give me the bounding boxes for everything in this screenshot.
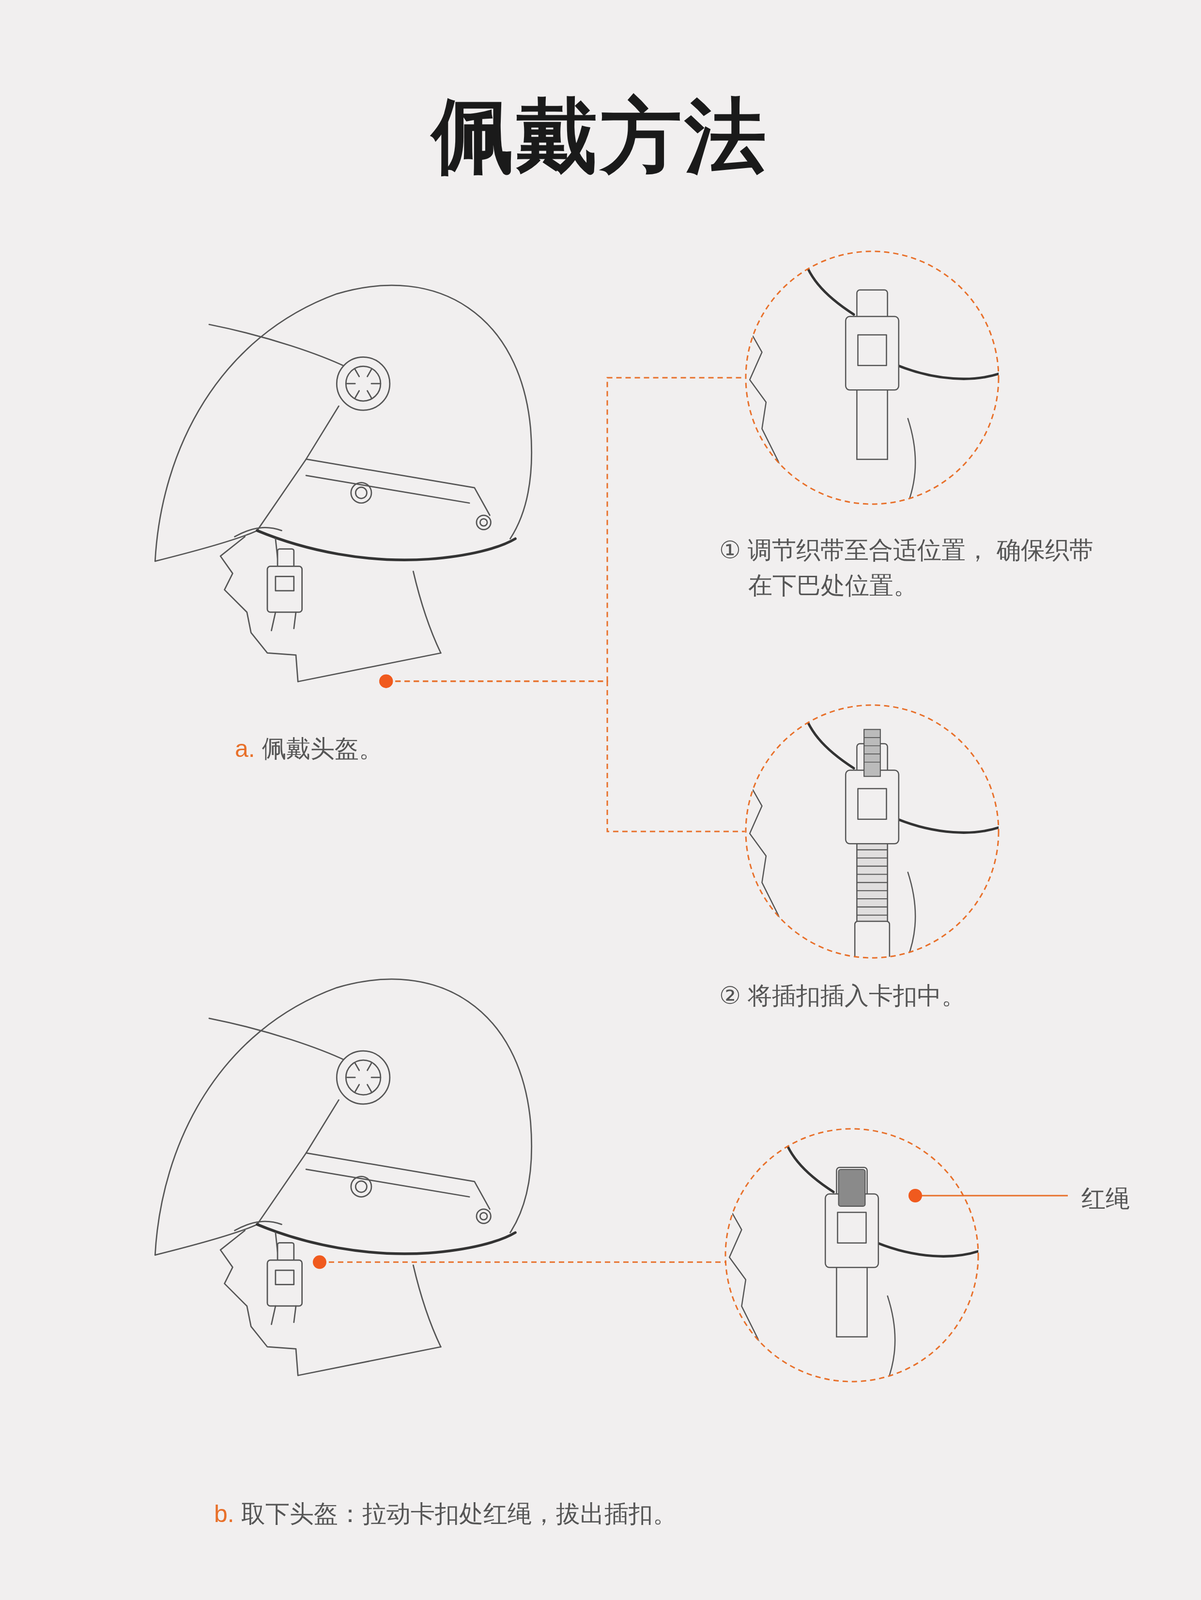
dashed-connector [385,681,745,832]
dashed-circle [744,704,1000,959]
dashed-circle [724,1127,980,1383]
helmet-panel: a. 佩戴头盔。 [153,280,531,683]
step-caption: 红绳 [1081,1181,1179,1217]
dashed-circle [744,250,1000,506]
figure-caption: b. 取下头盔：拉动卡扣处红绳，拔出插扣。 [214,1496,893,1532]
zoom-strap [744,245,1005,516]
leader-line [915,1195,1068,1197]
step-caption: ② 将插扣插入卡扣中。 [719,978,1097,1014]
zoom-circle: ② 将插扣插入卡扣中。 [744,704,1000,959]
zoom-release [724,1122,985,1393]
anchor-dot [312,1255,327,1269]
anchor-dot [379,674,393,689]
dashed-connector [385,377,745,682]
zoom-insert [744,698,1005,970]
anchor-dot [379,674,393,689]
leader-dot [908,1188,923,1203]
figure-caption: a. 佩戴头盔。 [234,731,574,767]
helmet-panel: b. 取下头盔：拉动卡扣处红绳，拔出插扣。 [153,974,531,1383]
step-caption: ① 调节织带至合适位置， 确保织带在下巴处位置。 [719,532,1097,603]
dashed-connector [319,1261,727,1263]
zoom-circle: 红绳 [724,1127,980,1383]
page-title: 佩戴方法 [0,82,1201,193]
helmet-figure [154,285,532,682]
zoom-circle: ① 调节织带至合适位置， 确保织带在下巴处位置。 [744,250,1000,506]
helmet-figure [154,979,532,1376]
